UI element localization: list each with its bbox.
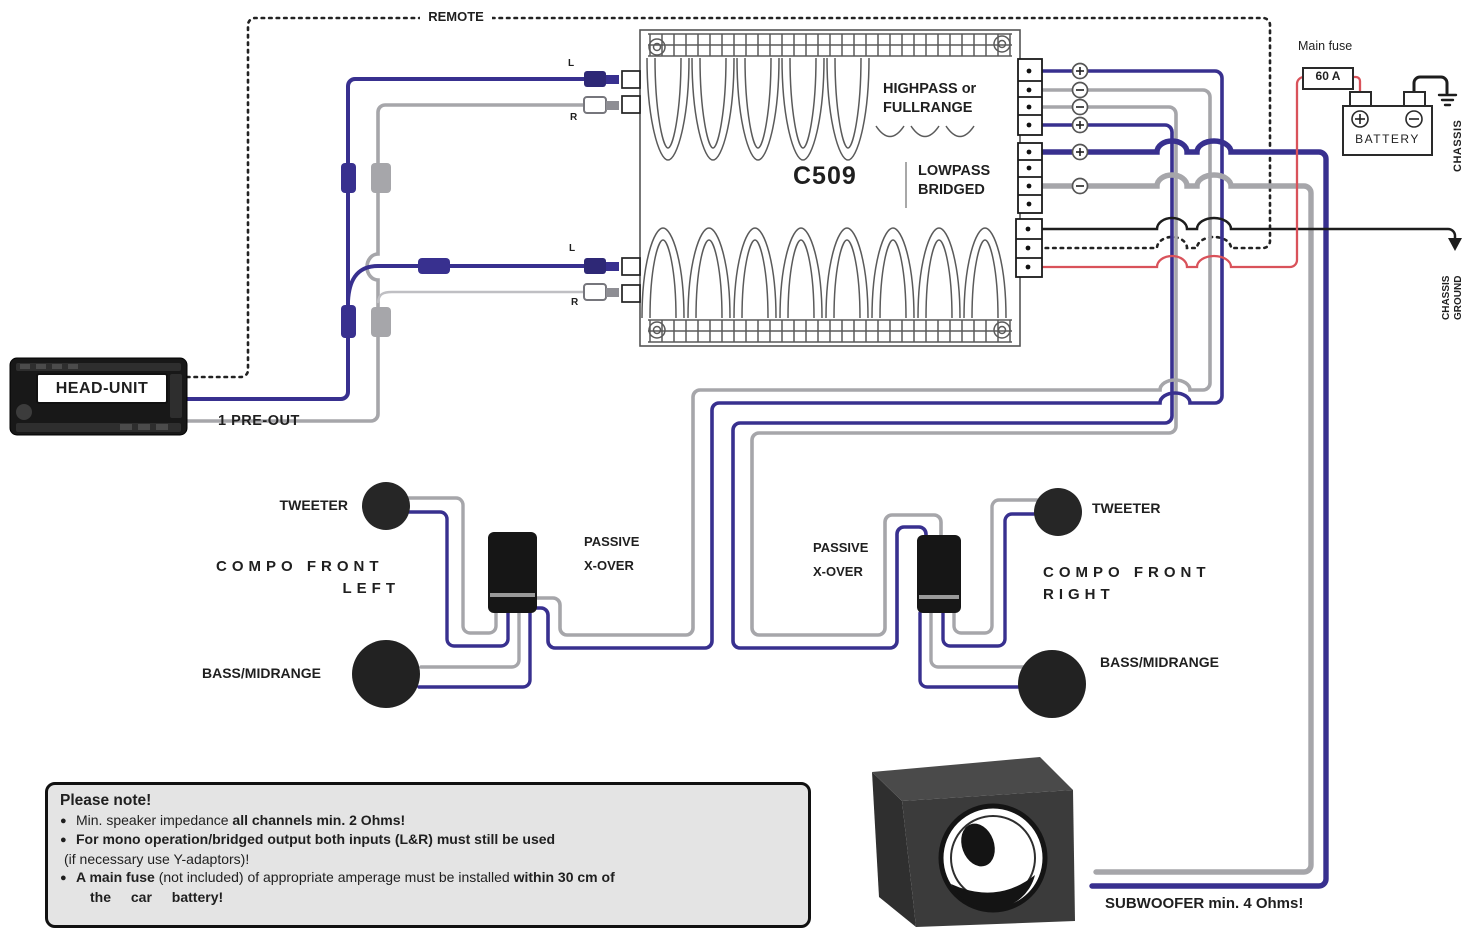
- passive-xover-right: [917, 535, 961, 613]
- note-bullet-1: ●Min. speaker impedance all channels min…: [60, 811, 406, 828]
- channel-label-R2: R: [571, 297, 579, 308]
- left-tweeter-wire-blue: [405, 510, 510, 648]
- volume-knob-icon: [16, 404, 32, 420]
- battery-label: BATTERY: [1355, 132, 1420, 146]
- tweeter-left: [362, 482, 410, 530]
- subwoofer-box: [872, 757, 1075, 927]
- passive-xover-right-label: PASSIVE X-OVER: [813, 540, 869, 579]
- note-bullet-2-cont: (if necessary use Y-adaptors)!: [64, 850, 250, 867]
- speaker-wire-right-negative: [750, 105, 1178, 637]
- note-title: Please note!: [60, 792, 152, 809]
- note-bullet-3-cont: the car battery!: [90, 888, 224, 905]
- amp-lowpass-label: LOWPASS BRIDGED: [918, 163, 991, 198]
- right-tweeter-wire-gray: [952, 498, 1039, 635]
- battery-ground-wire: [1412, 75, 1449, 95]
- main-fuse: [1302, 67, 1354, 90]
- bass-midrange-left: [352, 640, 420, 708]
- bass-midrange-left-label: BASS/MIDRANGE: [202, 665, 322, 681]
- compo-front-left-label: COMPO FRONT LEFT: [216, 558, 400, 597]
- battery-post-positive: [1349, 91, 1372, 107]
- rca-right-branch: [376, 290, 586, 304]
- battery-post-negative: [1403, 91, 1426, 107]
- wiring: [185, 16, 1462, 889]
- rca-plug-left-top-icon: [584, 71, 619, 87]
- fuse-rating: 60 A: [1315, 69, 1341, 83]
- amp-input-ports: [621, 70, 641, 303]
- rca-plug-right-bottom-icon: [583, 283, 619, 301]
- right-bass-wire-blue: [918, 611, 1020, 689]
- note-box: Please note! ●Min. speaker impedance all…: [45, 782, 811, 928]
- subwoofer-wire-positive: [1037, 138, 1329, 889]
- ground-arrow-icon: [1448, 238, 1462, 251]
- polarity-glyphs: [1076, 67, 1084, 187]
- speaker-wire-right-positive: [731, 123, 1174, 650]
- right-tweeter-wire-blue: [941, 512, 1036, 648]
- passive-xover-left-label: PASSIVE X-OVER: [584, 534, 640, 573]
- bass-midrange-right: [1018, 650, 1086, 718]
- compo-front-right-label: COMPO FRONT RIGHT: [1043, 564, 1211, 603]
- right-bass-wire-gray: [929, 611, 1025, 669]
- power-wire-fuse-battery: [1344, 75, 1362, 94]
- rca-plug-left-bottom-icon: [584, 258, 619, 274]
- front-left-group: [352, 482, 537, 708]
- tweeter-left-label: TWEETER: [279, 497, 348, 513]
- front-right-group: [917, 488, 1086, 718]
- amplifier: [639, 29, 1021, 347]
- speaker-wire-left-negative: [535, 88, 1212, 637]
- chassis-ground-label: CHASSIS GROUND: [1441, 275, 1464, 320]
- pre-out-label: 1 PRE-OUT: [218, 413, 300, 429]
- note-bullet-3: ●A main fuse (not included) of appropria…: [60, 869, 615, 885]
- polarity-symbols: [1071, 62, 1089, 195]
- ground-wire: [1027, 216, 1457, 241]
- left-bass-wire-gray: [419, 611, 521, 669]
- bass-midrange-right-label: BASS/MIDRANGE: [1100, 654, 1220, 670]
- heatsink-fins-icon: [641, 33, 1012, 343]
- main-fuse-label: Main fuse: [1298, 39, 1353, 53]
- note-bullet-2: ●For mono operation/bridged output both …: [60, 831, 556, 847]
- tweeter-right: [1034, 488, 1082, 536]
- tweeter-right-label: TWEETER: [1092, 500, 1161, 516]
- rca-connectors: [341, 70, 641, 338]
- chassis-label: CHASSIS: [1452, 119, 1464, 172]
- y-adaptor-barrel-icon: [341, 163, 356, 193]
- y-adaptor-barrel-icon: [371, 307, 391, 337]
- y-adaptor-barrel-icon: [371, 163, 391, 193]
- subwoofer-label: SUBWOOFER min. 4 Ohms!: [1105, 895, 1304, 912]
- subwoofer-speaker-icon: [938, 803, 1048, 913]
- amp-highpass-label: HIGHPASS or FULLRANGE: [883, 81, 977, 116]
- channel-label-L2: L: [569, 243, 576, 254]
- earth-symbol-icon: [1437, 93, 1458, 107]
- power-wire-12v: [1027, 75, 1312, 269]
- y-adaptor-barrel-icon: [418, 258, 450, 274]
- head-unit-label: HEAD-UNIT: [36, 373, 168, 404]
- amp-model-label: C509: [793, 162, 857, 190]
- rca-left-cable: [185, 77, 586, 401]
- left-tweeter-wire-gray: [406, 496, 498, 635]
- passive-xover-left: [488, 532, 537, 613]
- subwoofer-wire-negative: [1037, 172, 1314, 875]
- battery: [1342, 91, 1433, 156]
- channel-label-L1: L: [568, 58, 575, 69]
- rca-left-branch: [346, 264, 586, 303]
- left-bass-wire-blue: [417, 611, 532, 689]
- remote-label: REMOTE: [420, 9, 492, 24]
- remote-wire: [185, 16, 422, 379]
- terminal-dots: [1025, 68, 1032, 270]
- speaker-wire-left-positive: [535, 69, 1224, 650]
- y-adaptor-barrel-icon: [341, 305, 356, 338]
- channel-label-R1: R: [570, 112, 578, 123]
- rca-plug-right-top-icon: [583, 96, 619, 114]
